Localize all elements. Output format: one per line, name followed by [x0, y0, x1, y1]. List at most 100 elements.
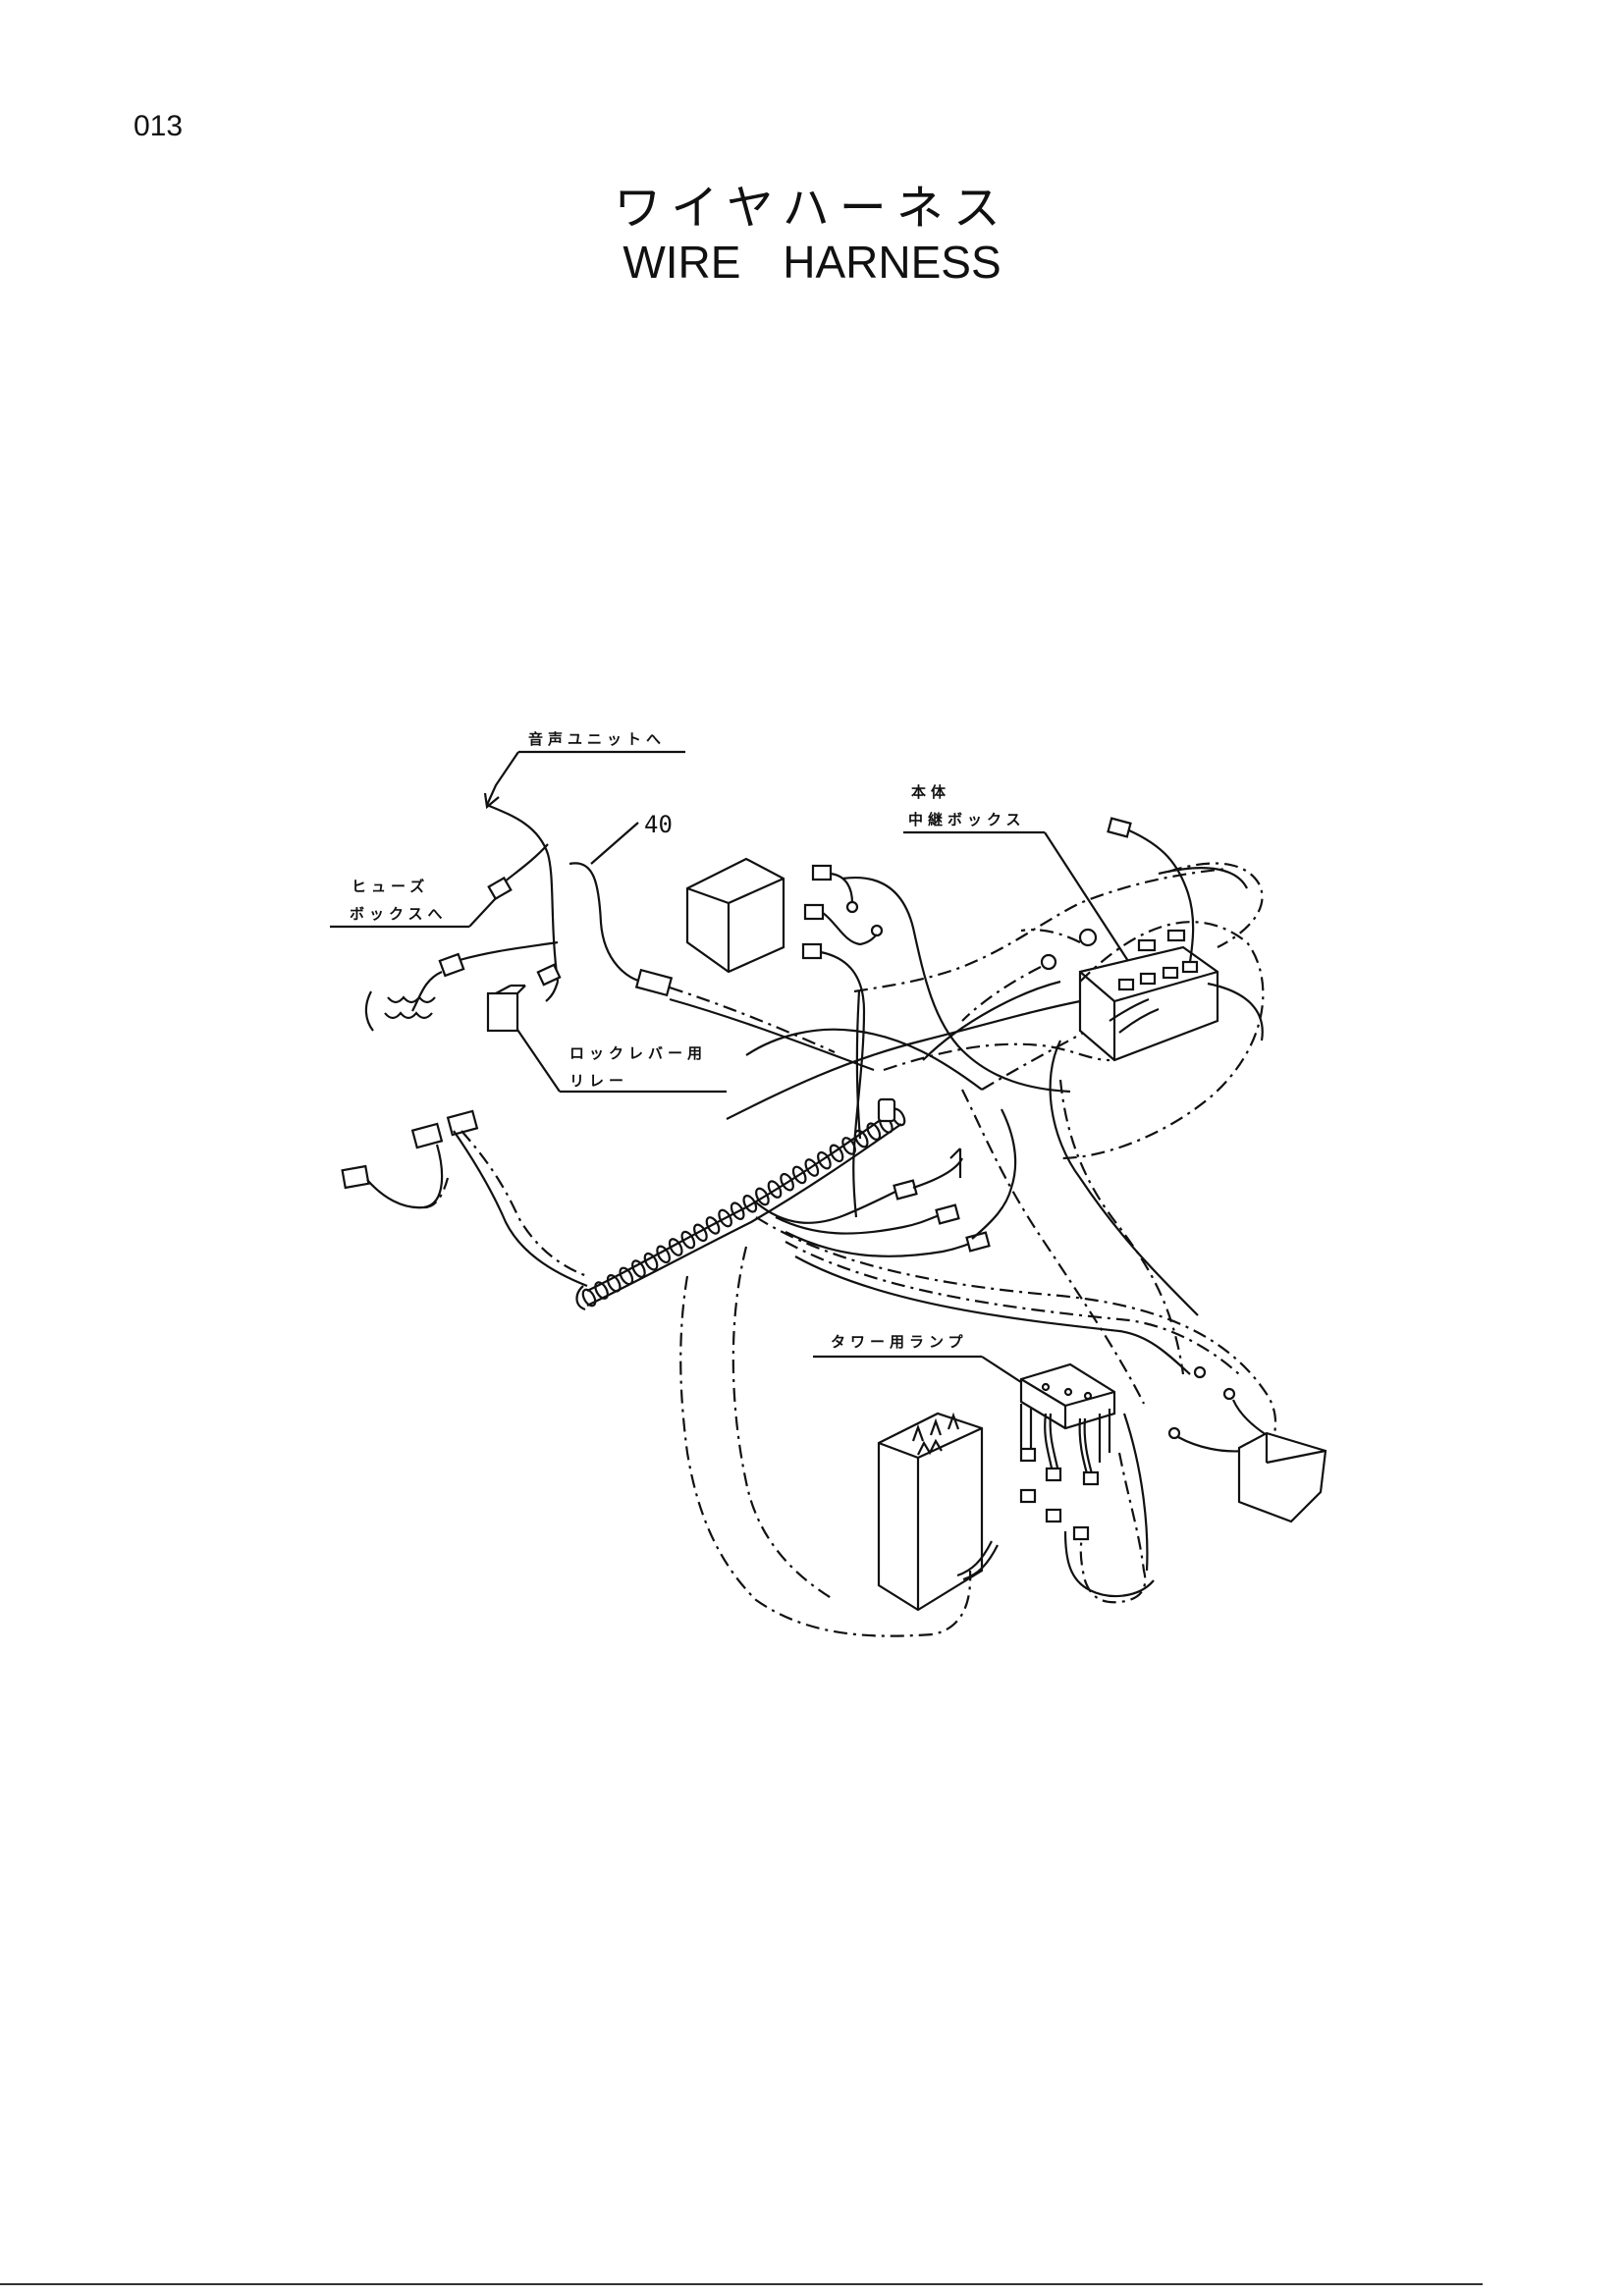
wire-center-tap	[912, 1157, 963, 1190]
wire-run-to-right	[794, 1255, 1191, 1375]
part-number-callout: 40	[590, 811, 673, 865]
dash-upper-right-loop	[1167, 862, 1264, 948]
outer-loop-right	[1049, 921, 1265, 1316]
label-tower-lamp-text: タワー用ランプ	[831, 1333, 968, 1351]
tower-lamp-hole-3	[1083, 1391, 1093, 1401]
tower-lamp-wire-2	[1078, 1417, 1095, 1478]
wire-far-left	[366, 1144, 444, 1209]
tower-lamp-bracket	[1019, 1362, 1149, 1604]
connector-center-3	[965, 1231, 991, 1253]
title-english: WIRE HARNESS	[623, 237, 1001, 288]
bottom-box-terminals-zig	[917, 1438, 943, 1456]
coil-turns	[581, 1107, 906, 1308]
tower-lamp-body	[1019, 1362, 1116, 1430]
far-right-box	[1237, 1431, 1327, 1523]
wire-left-branch	[459, 940, 559, 962]
wire-tower-right	[1122, 1413, 1149, 1572]
label-main-body-relay-box: 本体 中継ボックス	[903, 783, 1140, 979]
tower-lamp-hole-1	[1041, 1382, 1051, 1392]
title-japanese: ワイヤハーネス	[614, 181, 1010, 236]
connector-upper-right	[1107, 817, 1132, 838]
coil-turn	[817, 1150, 832, 1170]
connector-ur-small-2	[1166, 929, 1186, 942]
coil-turn	[656, 1245, 671, 1264]
connector-small-3	[801, 942, 823, 960]
harness-mid	[726, 999, 1081, 1120]
connector-center-2	[935, 1203, 960, 1225]
coil-turn	[606, 1274, 622, 1293]
wire-small-1	[830, 872, 854, 904]
label-audio-unit: 音声ユニットへ	[483, 730, 685, 810]
relay-terminal-2	[1139, 972, 1157, 986]
leader-tower-lamp-arrow	[981, 1356, 1028, 1387]
coil-spring-left	[387, 995, 436, 1004]
wire-upper-right-loop	[1158, 867, 1248, 889]
tower-lamp-leg-right	[1098, 1409, 1111, 1463]
coil-turn	[853, 1129, 869, 1148]
wire-center-branch-3	[785, 1231, 975, 1257]
wire-center-branch-2	[775, 1211, 946, 1235]
wire-center-stub	[949, 1148, 961, 1159]
coil-turn	[693, 1223, 708, 1243]
coil-turn	[581, 1288, 597, 1308]
controller-box	[685, 857, 785, 974]
connector-fuse-box	[487, 876, 513, 901]
left-connectors	[341, 1109, 588, 1288]
footer-rule	[0, 2283, 1483, 2285]
connector-coil-end	[877, 1097, 896, 1123]
coil-turn	[767, 1180, 783, 1199]
terminal-right-1	[1193, 1365, 1207, 1379]
leader-audio-unit-arrow	[485, 751, 519, 806]
bottom-box-terminals-top	[911, 1412, 960, 1442]
label-main-body-line2: 中継ボックス	[908, 811, 1026, 828]
leader-main-body-arrow	[1044, 831, 1140, 979]
dash-grommet-lead	[961, 966, 1042, 1022]
harness-dash-40	[669, 986, 836, 1054]
bottom-box-body	[877, 1412, 984, 1612]
tower-connector-5	[1045, 1508, 1062, 1523]
wire-right-drop	[1049, 1040, 1199, 1316]
dash-far-left	[423, 1177, 450, 1209]
wire-terminal-right-2	[1177, 1436, 1246, 1453]
relay-box-edge	[1113, 970, 1218, 1003]
coil-turn	[730, 1201, 745, 1220]
relay-top-edge	[495, 985, 512, 994]
connector-center-1	[893, 1179, 918, 1201]
dash-left-b	[460, 1130, 588, 1278]
tower-connector-2	[1045, 1467, 1062, 1482]
coil-turn	[680, 1230, 696, 1250]
coil-turn	[742, 1195, 758, 1213]
controller-box-body	[685, 857, 785, 974]
bottom-box	[877, 1412, 1155, 1612]
connector-40	[634, 968, 674, 997]
label-fuse-box-line2: ボックスへ	[350, 905, 448, 923]
coil-turn	[866, 1122, 882, 1141]
wire-bottom-right-loop	[1063, 1530, 1155, 1597]
connector-small-1	[811, 864, 833, 881]
terminal-right-3	[1167, 1426, 1181, 1440]
coil-turn	[705, 1216, 721, 1235]
lower-right-runs	[755, 1216, 1277, 1453]
coil-turn	[780, 1172, 794, 1192]
terminal-right-2	[1222, 1387, 1236, 1401]
coil-turn	[718, 1208, 732, 1228]
connector-left-b	[446, 1109, 479, 1137]
coil-turn	[791, 1165, 807, 1185]
connector-far-left	[341, 1164, 370, 1190]
relay-side-edge	[516, 985, 526, 994]
relay-terminal-4	[1181, 960, 1199, 974]
dash-lower-left-loop	[679, 1275, 972, 1637]
harness-arc	[745, 1028, 983, 1091]
dash-inner-loop	[731, 1246, 836, 1601]
wire-upper-arc	[922, 980, 1061, 1061]
label-lock-lever-relay: ロックレバー用 リレー	[514, 1026, 727, 1094]
leader-fuse-box-arrow	[468, 897, 497, 928]
label-main-body-line1: 本体	[911, 783, 950, 801]
coil-spring-left-2	[384, 1011, 433, 1020]
wire-center-up	[971, 1108, 1017, 1240]
relay-terminal-3	[1162, 966, 1179, 980]
label-audio-unit-text: 音声ユニットへ	[528, 730, 666, 748]
coil-end-left	[364, 990, 374, 1032]
relay-terminal-1	[1117, 978, 1135, 991]
